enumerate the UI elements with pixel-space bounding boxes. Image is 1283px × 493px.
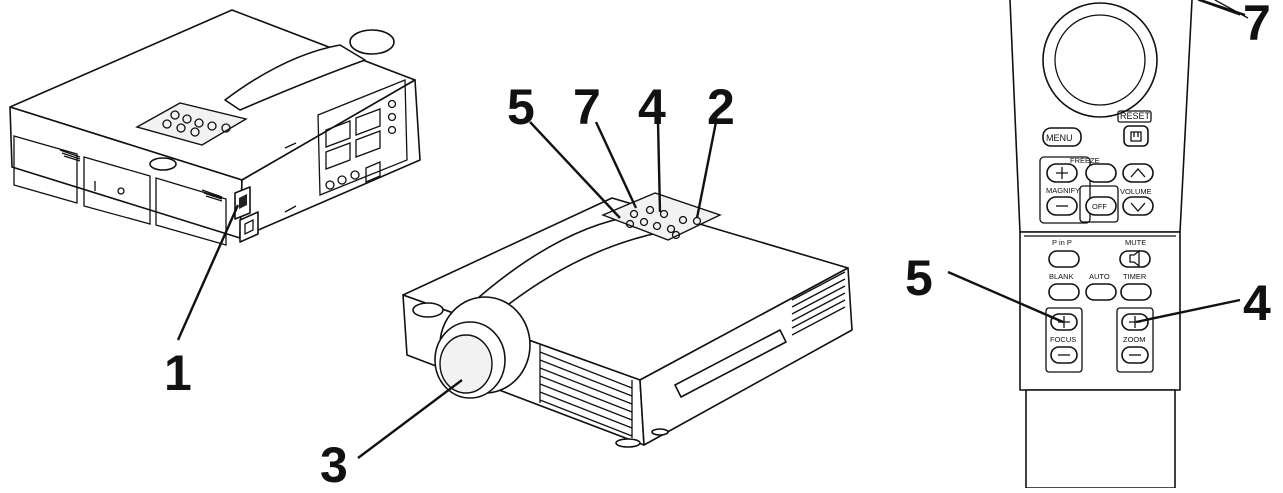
menu-label: MENU [1046, 133, 1073, 143]
projector-rear-view [9, 9, 421, 246]
callout-7-menu: 7 [573, 79, 601, 135]
freeze-button [1085, 163, 1117, 183]
zoom-label: ZOOM [1123, 335, 1146, 344]
blank-button [1048, 283, 1080, 301]
callout-2-power-button: 2 [707, 79, 735, 135]
magnify-label: MAGNIFY [1046, 186, 1080, 195]
side-vent [791, 271, 846, 336]
mute-label: MUTE [1125, 238, 1146, 247]
freeze-label: FREEZE [1070, 156, 1100, 165]
power-switch [234, 186, 259, 243]
remote-control: RESET MENU FREEZE MAGNIFY OFF VOLUME P i… [1009, 0, 1249, 489]
callout-5-focus: 5 [507, 79, 535, 135]
volume-label: VOLUME [1120, 187, 1152, 196]
callout-4-remote-zoom: 4 [1243, 275, 1271, 331]
input-terminals [317, 79, 408, 196]
front-control-buttons [625, 205, 702, 240]
timer-button [1120, 283, 1152, 301]
rear-vent-grille [59, 149, 223, 202]
callout-4-zoom: 4 [638, 79, 666, 135]
p-in-p-button [1048, 250, 1080, 268]
front-vent [539, 345, 633, 438]
p-in-p-label: P in P [1052, 238, 1072, 247]
focus-label: FOCUS [1050, 335, 1076, 344]
volume-down-button [1122, 196, 1154, 216]
callout-3-lens: 3 [320, 437, 348, 488]
reset-button [1123, 125, 1149, 147]
timer-label: TIMER [1123, 272, 1147, 281]
callout-7-remote-menu: 7 [1243, 0, 1271, 51]
callout-5-remote-focus: 5 [905, 250, 933, 306]
off-button [1085, 196, 1117, 216]
reset-label: RESET [1120, 111, 1151, 121]
auto-button [1085, 283, 1117, 301]
off-label: OFF [1092, 202, 1107, 211]
mute-button [1119, 250, 1151, 268]
callout-1-power-switch: 1 [164, 345, 192, 401]
menu-button [1042, 127, 1082, 147]
projector-front-view [402, 192, 853, 448]
volume-up-button [1122, 163, 1154, 183]
lens [434, 296, 531, 399]
blank-label: BLANK [1049, 272, 1074, 281]
auto-label: AUTO [1089, 272, 1110, 281]
rear-control-buttons [162, 110, 231, 137]
